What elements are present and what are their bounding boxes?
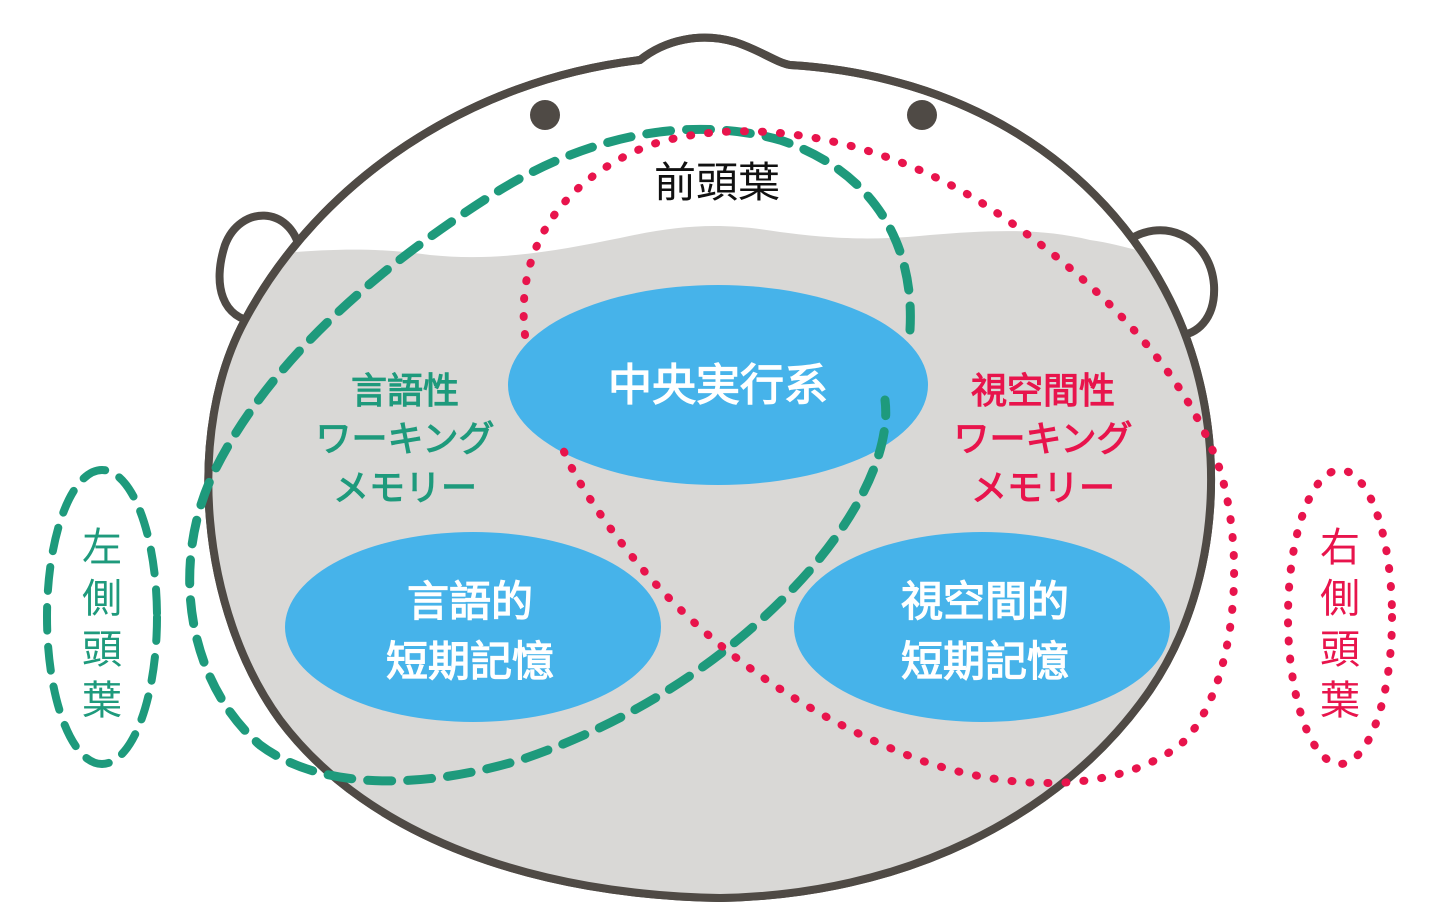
visuospatial-loop-red-dotted	[519, 127, 1239, 787]
central-executive-label: 中央実行系	[608, 360, 828, 411]
right-parietal-char-4: 葉	[1320, 678, 1360, 724]
right-parietal-ellipse	[1284, 466, 1396, 768]
visuospatial-wm-line-2: ワーキング	[954, 419, 1133, 460]
central-executive-ellipse	[508, 285, 928, 485]
left-parietal-ellipse	[43, 466, 161, 768]
visuospatial-wm-line-3: メモリー	[971, 468, 1115, 509]
right-parietal-char-2: 側	[1320, 576, 1360, 622]
verbal-loop-green-dashed	[185, 124, 915, 786]
left-parietal-char-1: 左	[82, 525, 122, 571]
brain-area	[208, 226, 1212, 898]
visuospatial-stm-ellipse	[794, 532, 1170, 722]
right-eye	[907, 100, 937, 130]
verbal-stm-line-1: 言語的	[407, 577, 533, 626]
left-eye	[530, 100, 560, 130]
verbal-wm-line-1: 言語性	[351, 371, 459, 412]
frontal-lobe-label: 前頭葉	[654, 158, 780, 207]
right-parietal-char-3: 頭	[1320, 627, 1360, 673]
visuospatial-stm-line-2: 短期記憶	[901, 637, 1069, 686]
left-parietal-char-2: 側	[82, 576, 122, 622]
left-ear	[215, 211, 304, 326]
verbal-stm-ellipse	[285, 532, 661, 722]
left-parietal-char-4: 葉	[82, 678, 122, 724]
left-parietal-char-3: 頭	[82, 627, 122, 673]
right-parietal-char-1: 右	[1320, 525, 1360, 571]
visuospatial-wm-line-1: 視空間性	[971, 371, 1115, 412]
verbal-stm-line-2: 短期記憶	[386, 637, 554, 686]
verbal-wm-line-3: メモリー	[333, 468, 477, 509]
verbal-wm-line-2: ワーキング	[316, 419, 495, 460]
visuospatial-stm-line-1: 視空間的	[901, 577, 1069, 626]
